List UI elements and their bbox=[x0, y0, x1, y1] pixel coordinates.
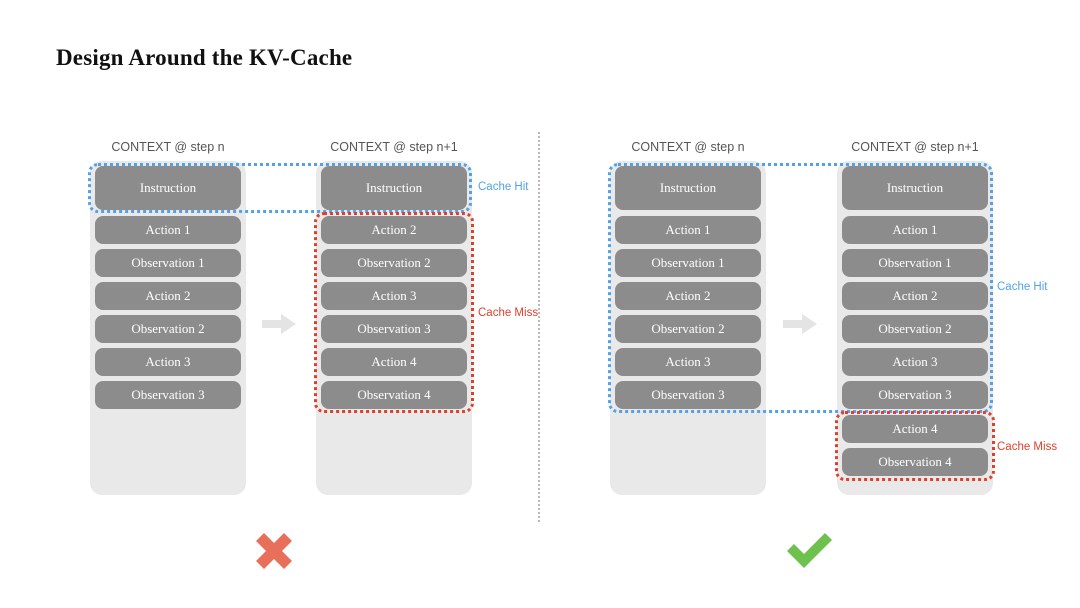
context-block[interactable]: Action 3 bbox=[321, 282, 467, 310]
cross-icon bbox=[256, 533, 292, 569]
flow-arrow-icon bbox=[262, 314, 296, 334]
context-block[interactable]: Observation 2 bbox=[95, 315, 241, 343]
context-block[interactable]: Action 3 bbox=[842, 348, 988, 376]
context-block[interactable]: Instruction bbox=[842, 166, 988, 210]
column-header-step-n1: CONTEXT @ step n+1 bbox=[851, 140, 979, 154]
context-block[interactable]: Action 3 bbox=[615, 348, 761, 376]
page-title: Design Around the KV-Cache bbox=[56, 45, 353, 70]
context-block[interactable]: Instruction bbox=[321, 166, 467, 210]
context-block[interactable]: Observation 2 bbox=[615, 315, 761, 343]
panel-cache-friendly: CONTEXT @ step n CONTEXT @ step n+1 Inst… bbox=[540, 0, 1080, 608]
context-block[interactable]: Instruction bbox=[95, 166, 241, 210]
cache-hit-label: Cache Hit bbox=[478, 181, 529, 193]
context-block[interactable]: Action 1 bbox=[615, 216, 761, 244]
check-icon bbox=[787, 533, 832, 568]
column-header-step-n1: CONTEXT @ step n+1 bbox=[330, 140, 458, 154]
context-block[interactable]: Action 2 bbox=[95, 282, 241, 310]
context-block[interactable]: Observation 1 bbox=[95, 249, 241, 277]
cache-hit-label: Cache Hit bbox=[997, 281, 1048, 293]
context-block[interactable]: Action 1 bbox=[95, 216, 241, 244]
context-block[interactable]: Observation 2 bbox=[842, 315, 988, 343]
context-block[interactable]: Observation 3 bbox=[95, 381, 241, 409]
context-block[interactable]: Instruction bbox=[615, 166, 761, 210]
context-block[interactable]: Observation 2 bbox=[321, 249, 467, 277]
cache-miss-label: Cache Miss bbox=[478, 307, 539, 319]
context-block[interactable]: Action 2 bbox=[321, 216, 467, 244]
context-block[interactable]: Action 4 bbox=[321, 348, 467, 376]
context-block[interactable]: Action 2 bbox=[615, 282, 761, 310]
context-block[interactable]: Observation 1 bbox=[842, 249, 988, 277]
context-block[interactable]: Observation 4 bbox=[321, 381, 467, 409]
cache-miss-label: Cache Miss bbox=[997, 441, 1058, 453]
context-block[interactable]: Observation 4 bbox=[842, 448, 988, 476]
context-block[interactable]: Observation 3 bbox=[321, 315, 467, 343]
panel-cache-unfriendly: CONTEXT @ step n CONTEXT @ step n+1 Inst… bbox=[88, 140, 539, 569]
context-block[interactable]: Action 1 bbox=[842, 216, 988, 244]
context-block[interactable]: Action 2 bbox=[842, 282, 988, 310]
context-block[interactable]: Action 3 bbox=[95, 348, 241, 376]
context-block[interactable]: Action 4 bbox=[842, 415, 988, 443]
context-block[interactable]: Observation 1 bbox=[615, 249, 761, 277]
column-header-step-n: CONTEXT @ step n bbox=[631, 140, 745, 154]
context-block[interactable]: Observation 3 bbox=[842, 381, 988, 409]
flow-arrow-icon bbox=[783, 314, 817, 334]
column-header-step-n: CONTEXT @ step n bbox=[111, 140, 225, 154]
context-block[interactable]: Observation 3 bbox=[615, 381, 761, 409]
panel-divider bbox=[538, 132, 540, 522]
